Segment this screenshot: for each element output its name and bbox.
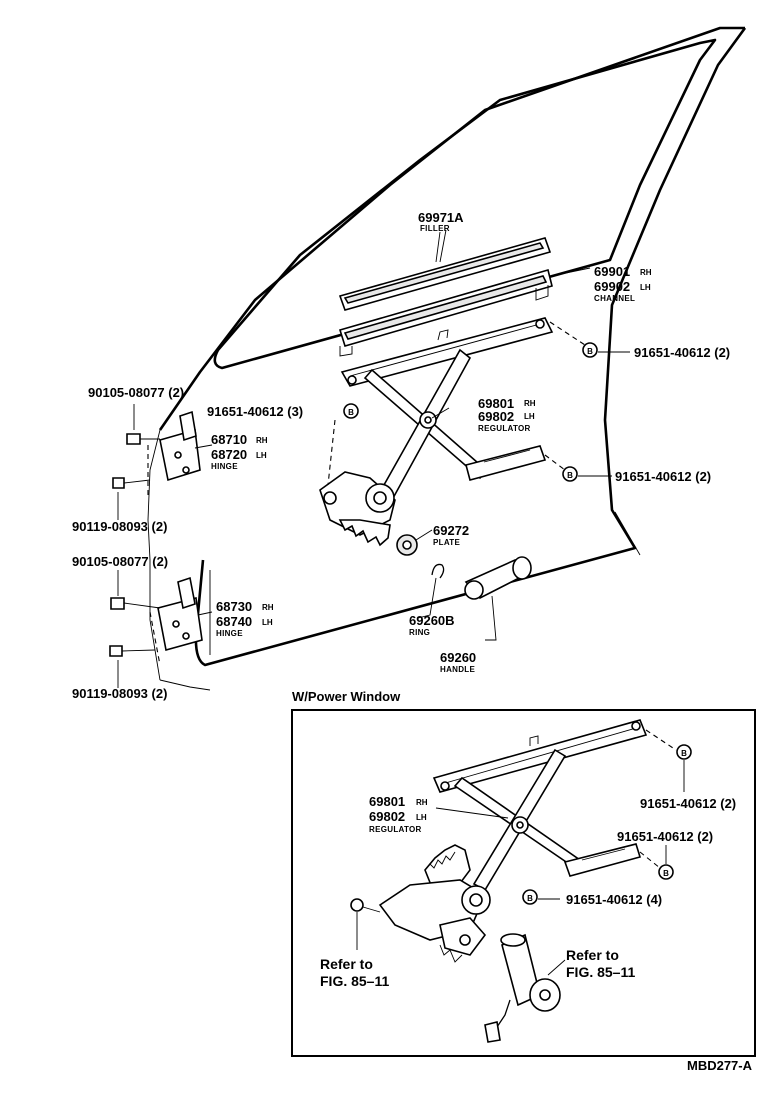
bolt-reg-left-number: 91651-40612 (3): [207, 404, 303, 419]
filler-part-number: 69971A: [418, 210, 464, 225]
bolt-marker-letter: B: [587, 347, 593, 356]
plate-part-number: 69272: [433, 523, 469, 538]
ring-part: [417, 563, 445, 619]
filler-part: [338, 229, 552, 311]
bolt-marker-letter: B: [663, 869, 669, 878]
pw-regulator-lh-number: 69802: [369, 809, 405, 824]
bolt-marker-reg-left: B: [343, 403, 359, 419]
pw-bolt-motor-number: 91651-40612 (4): [566, 892, 662, 907]
channel-rh-number: 69901: [594, 264, 630, 279]
refer-left-line1: Refer to: [320, 956, 373, 972]
regulator-rh-side: RH: [524, 399, 536, 408]
hinge-upper-rh-number: 68710: [211, 432, 247, 447]
hinge-upper-lh-side: LH: [256, 451, 267, 460]
hinge-lower-rh-number: 68730: [216, 599, 252, 614]
bolt-upper-left-number: 90105-08077 (2): [88, 385, 184, 400]
hinge-upper-lh-number: 68720: [211, 447, 247, 462]
channel-lh-side: LH: [640, 283, 651, 292]
bolt-marker-channel: B: [582, 342, 598, 358]
handle-part-number: 69260: [440, 650, 476, 665]
ring-part-number: 69260B: [409, 613, 455, 628]
plate-name: PLATE: [433, 538, 460, 547]
hinge-upper-name: HINGE: [211, 462, 238, 471]
power-window-regulator: [350, 719, 677, 1043]
bolt-hinge-lower-number: 90119-08093 (2): [72, 686, 167, 701]
regulator-rh-number: 69801: [478, 396, 514, 411]
channel-name: CHANNEL: [594, 294, 635, 303]
filler-name: FILLER: [420, 224, 450, 233]
power-window-title: W/Power Window: [292, 689, 401, 704]
upper-hinge: [112, 404, 201, 520]
lower-hinge: [109, 570, 203, 688]
bolt-marker-letter: B: [348, 408, 354, 417]
refer-right-line2: FIG. 85–11: [566, 964, 635, 980]
channel-part: [338, 267, 591, 357]
pw-bolt-top-number: 91651-40612 (2): [640, 796, 736, 811]
ring-name: RING: [409, 628, 430, 637]
hinge-lower-lh-side: LH: [262, 618, 273, 627]
handle-name: HANDLE: [440, 665, 475, 674]
bolt-marker-reg-right: B: [562, 466, 578, 482]
refer-left-line2: FIG. 85–11: [320, 973, 389, 989]
hinge-lower-lh-number: 68740: [216, 614, 252, 629]
hinge-upper-rh-side: RH: [256, 436, 268, 445]
bolt-marker-letter: B: [681, 749, 687, 758]
manual-regulator: [319, 317, 586, 547]
refer-right-line1: Refer to: [566, 947, 619, 963]
figure-code: MBD277-A: [687, 1058, 753, 1073]
hinge-lower-rh-side: RH: [262, 603, 274, 612]
pw-bolt-mid-number: 91651-40612 (2): [617, 829, 713, 844]
channel-rh-side: RH: [640, 268, 652, 277]
pw-regulator-name: REGULATOR: [369, 825, 422, 834]
hinge-lower-name: HINGE: [216, 629, 243, 638]
regulator-lh-side: LH: [524, 412, 535, 421]
regulator-name: REGULATOR: [478, 424, 531, 433]
bolt-marker-letter: B: [527, 894, 533, 903]
bolt-channel-number: 91651-40612 (2): [634, 345, 730, 360]
pw-regulator-lh-side: LH: [416, 813, 427, 822]
pw-regulator-rh-number: 69801: [369, 794, 405, 809]
channel-lh-number: 69902: [594, 279, 630, 294]
bolt-marker-letter: B: [567, 471, 573, 480]
regulator-lh-number: 69802: [478, 409, 514, 424]
power-window-frame: [291, 709, 756, 1057]
bolt-reg-right-number: 91651-40612 (2): [615, 469, 711, 484]
pw-regulator-rh-side: RH: [416, 798, 428, 807]
bolt-lower-left-number: 90105-08077 (2): [72, 554, 168, 569]
pw-bolt-marker-mid: B: [658, 864, 674, 880]
handle-part: [464, 556, 532, 641]
pw-bolt-marker-top: B: [676, 744, 692, 760]
plate-part: [396, 534, 418, 556]
bolt-hinge-upper-number: 90119-08093 (2): [72, 519, 167, 534]
pw-bolt-marker-motor: B: [522, 889, 538, 905]
